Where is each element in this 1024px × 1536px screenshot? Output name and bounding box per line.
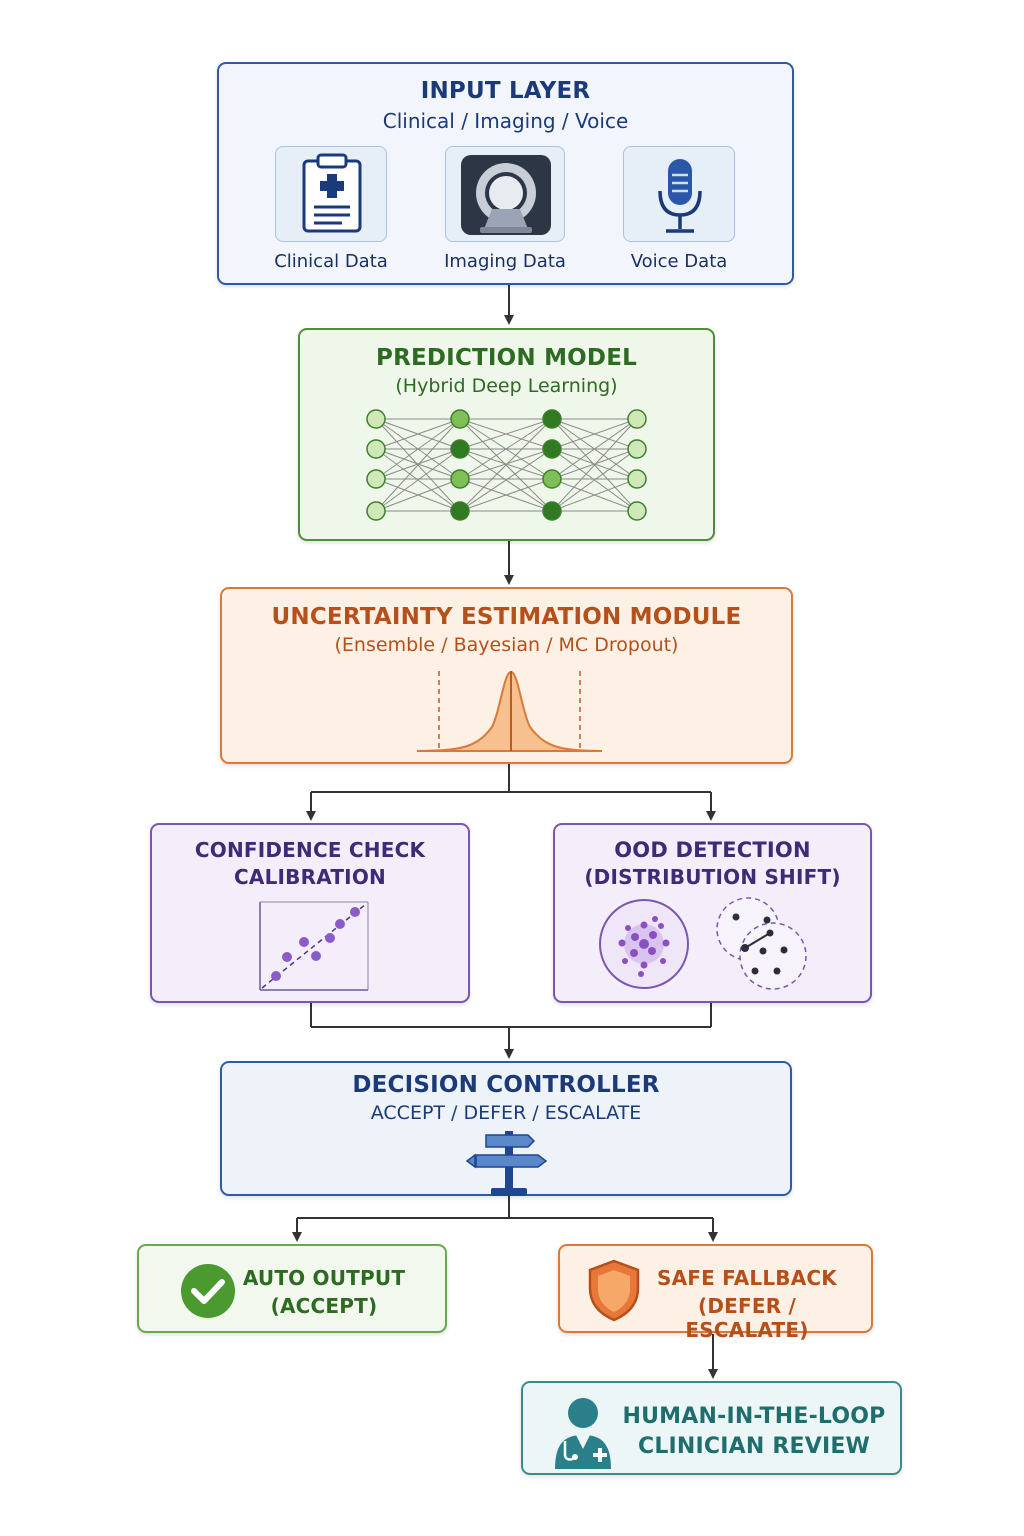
nn-connection (375, 448, 461, 480)
confidence-check-title-line2: CALIBRATION (234, 865, 386, 889)
input-layer-box: INPUT LAYER Clinical / Imaging / Voice C… (217, 62, 794, 285)
nn-node (450, 439, 470, 459)
nn-node (627, 439, 647, 459)
shield-icon (588, 1259, 640, 1322)
safe-fallback-title-line1: SAFE FALLBACK (656, 1266, 837, 1290)
clinical-data-card (275, 146, 387, 242)
nn-node (542, 501, 562, 521)
nn-connection (459, 418, 553, 450)
nn-connection (551, 448, 638, 512)
clipboard-icon (302, 153, 362, 233)
human-review-title-line2: CLINICIAN REVIEW (637, 1434, 871, 1459)
nn-connection (551, 418, 638, 450)
nn-node (627, 469, 647, 489)
ood-detection-title-line2: (DISTRIBUTION SHIFT) (584, 865, 841, 889)
microphone-icon (658, 159, 702, 233)
nn-node (542, 439, 562, 459)
check-circle-icon (181, 1264, 235, 1318)
nn-connection (551, 448, 638, 480)
safe-fallback-box: SAFE FALLBACK (DEFER / ESCALATE) (558, 1244, 873, 1342)
clinical-data-label: Clinical Data (274, 251, 388, 272)
nn-connection (375, 418, 461, 512)
voice-data-label: Voice Data (630, 251, 728, 272)
nn-connection (459, 418, 553, 512)
decision-controller-box: DECISION CONTROLLER ACCEPT / DEFER / ESC… (220, 1061, 792, 1196)
nn-connection (459, 478, 553, 512)
confidence-check-title-line1: CONFIDENCE CHECK (194, 838, 426, 862)
human-review-box: HUMAN-IN-THE-LOOP CLINICIAN REVIEW (521, 1381, 902, 1475)
safe-fallback-title-line2: (DEFER / ESCALATE) (685, 1294, 809, 1342)
imaging-data-card (445, 146, 565, 242)
ood-detection-title-line1: OOD DETECTION (614, 838, 811, 862)
nn-connection (375, 478, 461, 512)
signpost-icon (465, 1131, 548, 1196)
nn-node (627, 501, 647, 521)
imaging-data-label: Imaging Data (444, 251, 566, 272)
nn-connection (459, 418, 553, 480)
auto-output-box: AUTO OUTPUT (ACCEPT) (137, 1244, 447, 1333)
nn-connection (375, 418, 461, 480)
prediction-model-title: PREDICTION MODEL (376, 345, 637, 371)
nn-connection (459, 448, 553, 480)
confidence-check-box: CONFIDENCE CHECK CALIBRATION (150, 823, 470, 1003)
nn-node (450, 469, 470, 489)
ood-detection-box: OOD DETECTION (DISTRIBUTION SHIFT) (553, 823, 872, 1003)
auto-output-title-line2: (ACCEPT) (270, 1294, 378, 1318)
nn-node (450, 409, 470, 429)
bell-curve-icon (416, 670, 603, 752)
uncertainty-module-subtitle: (Ensemble / Bayesian / MC Dropout) (334, 634, 679, 656)
nn-node (542, 409, 562, 429)
human-review-title-line1: HUMAN-IN-THE-LOOP (622, 1404, 886, 1429)
nn-node (366, 439, 386, 459)
nn-connection (551, 418, 638, 512)
voice-data-card (623, 146, 735, 242)
calibration-plot-icon (259, 901, 369, 991)
mri-scanner-icon (461, 155, 551, 235)
clinician-icon (555, 1398, 611, 1469)
nn-connection (375, 448, 461, 512)
nn-connection (375, 418, 461, 450)
nn-connection (551, 418, 638, 480)
nn-node (366, 469, 386, 489)
nn-node (450, 501, 470, 521)
nn-connection (551, 478, 638, 512)
nn-node (366, 409, 386, 429)
nn-node (627, 409, 647, 429)
distribution-clusters-icon (599, 897, 807, 990)
decision-controller-title: DECISION CONTROLLER (352, 1072, 660, 1098)
neural-network-icon (366, 409, 647, 521)
decision-controller-subtitle: ACCEPT / DEFER / ESCALATE (370, 1102, 642, 1124)
input-layer-title: INPUT LAYER (420, 78, 591, 104)
nn-node (366, 501, 386, 521)
uncertainty-module-title: UNCERTAINTY ESTIMATION MODULE (271, 604, 742, 630)
nn-node (542, 469, 562, 489)
uncertainty-module-box: UNCERTAINTY ESTIMATION MODULE (Ensemble … (220, 587, 793, 764)
auto-output-title-line1: AUTO OUTPUT (242, 1266, 406, 1290)
prediction-model-box: PREDICTION MODEL (Hybrid Deep Learning) (298, 328, 715, 541)
input-layer-subtitle: Clinical / Imaging / Voice (382, 109, 629, 133)
nn-connection (459, 448, 553, 512)
prediction-model-subtitle: (Hybrid Deep Learning) (395, 375, 618, 397)
